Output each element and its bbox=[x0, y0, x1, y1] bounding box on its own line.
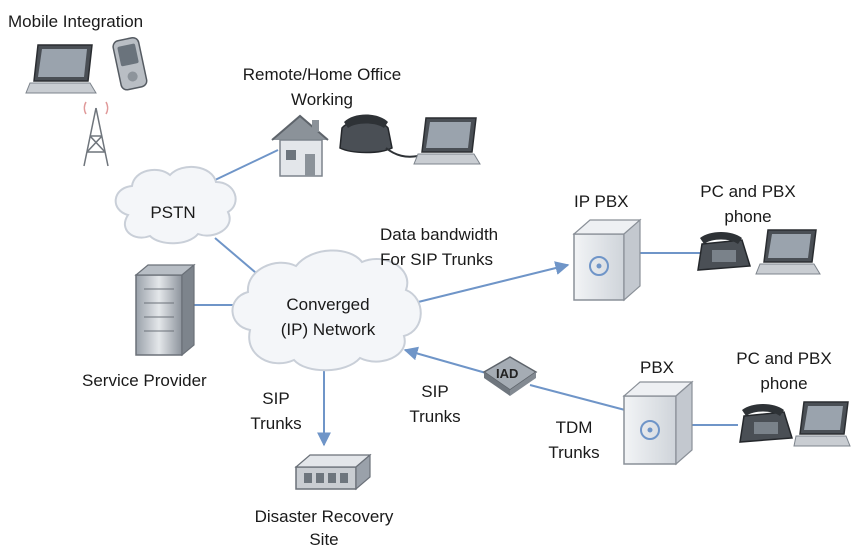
laptop-icon-bottom bbox=[793, 401, 851, 447]
link-pstn-converged bbox=[214, 237, 263, 279]
label-iad: IAD bbox=[496, 366, 519, 381]
label-sip-trunks-mid-2: Trunks bbox=[409, 407, 461, 426]
disaster-recovery-site-icon bbox=[294, 453, 372, 491]
label-disaster-recovery-1: Disaster Recovery bbox=[254, 507, 394, 526]
laptop-icon-remote bbox=[413, 117, 481, 165]
link-pstn-home bbox=[214, 149, 279, 181]
label-data-bandwidth-1: Data bandwidth bbox=[380, 225, 499, 244]
building-icon bbox=[134, 263, 196, 357]
label-remote-office-2: Working bbox=[290, 90, 354, 109]
radio-tower-icon bbox=[83, 101, 109, 167]
label-pc-pbx-top-2: phone bbox=[724, 207, 772, 226]
label-pbx: PBX bbox=[640, 358, 675, 377]
label-converged-2: (IP) Network bbox=[280, 320, 376, 339]
connectors bbox=[188, 149, 738, 447]
iad-device-icon bbox=[482, 356, 538, 396]
house-icon bbox=[271, 114, 329, 177]
label-disaster-recovery-2: Site bbox=[309, 530, 339, 549]
label-pc-pbx-top-1: PC and PBX bbox=[700, 182, 796, 201]
converged-network-cloud-icon bbox=[231, 249, 422, 372]
pbx-phone-icon-bottom bbox=[739, 404, 793, 443]
label-data-bandwidth-2: For SIP Trunks bbox=[380, 250, 494, 269]
desk-phone-icon bbox=[339, 114, 419, 158]
label-remote-office-1: Remote/Home Office bbox=[242, 65, 402, 84]
mobile-phone-icon bbox=[112, 36, 148, 91]
pbx-phone-icon-top bbox=[697, 232, 751, 271]
laptop-icon bbox=[25, 44, 97, 94]
label-pc-pbx-bottom-2: phone bbox=[760, 374, 808, 393]
link-iad-pbx bbox=[529, 384, 626, 411]
label-mobile-integration: Mobile Integration bbox=[8, 12, 144, 31]
pbx-box-icon bbox=[622, 380, 694, 466]
arrow-sip-data bbox=[400, 261, 570, 310]
label-pstn: PSTN bbox=[150, 203, 196, 222]
label-converged-1: Converged bbox=[286, 295, 370, 314]
arrow-sip-iad bbox=[403, 346, 487, 374]
ip-pbx-box-icon bbox=[572, 218, 642, 302]
label-tdm-trunks-2: Trunks bbox=[548, 443, 600, 462]
label-sip-trunks-left-1: SIP bbox=[262, 389, 290, 408]
label-sip-trunks-mid-1: SIP bbox=[421, 382, 449, 401]
label-ip-pbx: IP PBX bbox=[574, 192, 629, 211]
laptop-icon-top bbox=[755, 229, 821, 275]
label-service-provider: Service Provider bbox=[82, 371, 207, 390]
pstn-cloud-icon bbox=[114, 165, 237, 245]
label-tdm-trunks-1: TDM bbox=[555, 418, 593, 437]
label-sip-trunks-left-2: Trunks bbox=[250, 414, 302, 433]
label-pc-pbx-bottom-1: PC and PBX bbox=[736, 349, 832, 368]
